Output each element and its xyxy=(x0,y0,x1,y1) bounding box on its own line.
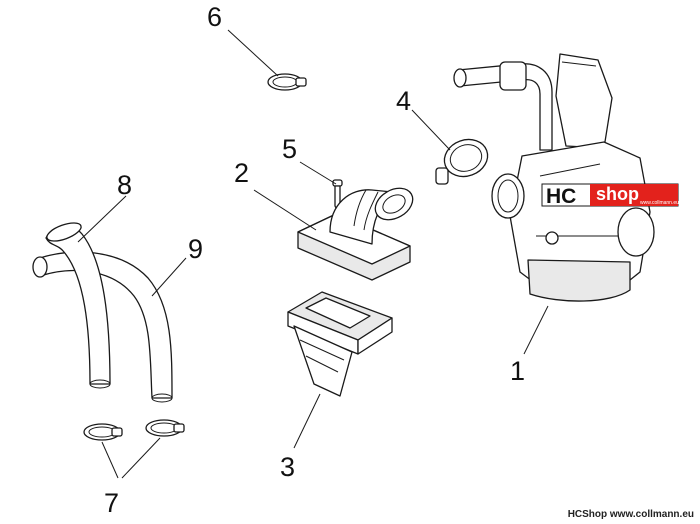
clamp-6 xyxy=(267,73,307,91)
callout-2: 2 xyxy=(234,158,249,188)
leader-8 xyxy=(77,195,127,243)
hc-shop-logo: HC shop www.collmann.eu xyxy=(541,183,679,208)
callout-5: 5 xyxy=(282,134,297,164)
leader-4 xyxy=(411,109,451,151)
hose-8 xyxy=(45,222,111,389)
logo-red-panel xyxy=(590,184,678,206)
callout-7: 7 xyxy=(104,488,119,518)
leader-2 xyxy=(253,189,317,231)
carburettor-1 xyxy=(453,53,655,302)
leader-5 xyxy=(299,161,337,185)
logo-shop-text: shop xyxy=(596,184,639,204)
intake-manifold-2 xyxy=(297,187,414,281)
callout-3: 3 xyxy=(280,452,295,482)
leader-3 xyxy=(293,393,321,449)
callout-6: 6 xyxy=(207,2,222,32)
callout-9: 9 xyxy=(188,234,203,264)
callout-8: 8 xyxy=(117,170,132,200)
hose-clamp-4 xyxy=(435,138,489,185)
clamp-7b xyxy=(145,419,185,437)
hose-9 xyxy=(32,251,173,403)
leader-1 xyxy=(523,305,549,355)
leader-7b xyxy=(121,437,161,479)
callout-4: 4 xyxy=(396,86,411,116)
leader-7a xyxy=(101,441,119,479)
leader-9 xyxy=(151,257,187,297)
logo-url-text: www.collmann.eu xyxy=(640,200,679,206)
logo-hc-text: HC xyxy=(546,185,576,208)
leader-6 xyxy=(227,29,279,77)
footer-credit: HCShop www.collmann.eu xyxy=(567,509,694,520)
reed-valve-3 xyxy=(287,291,393,397)
clamp-7a xyxy=(83,423,123,441)
callout-1: 1 xyxy=(510,356,525,386)
